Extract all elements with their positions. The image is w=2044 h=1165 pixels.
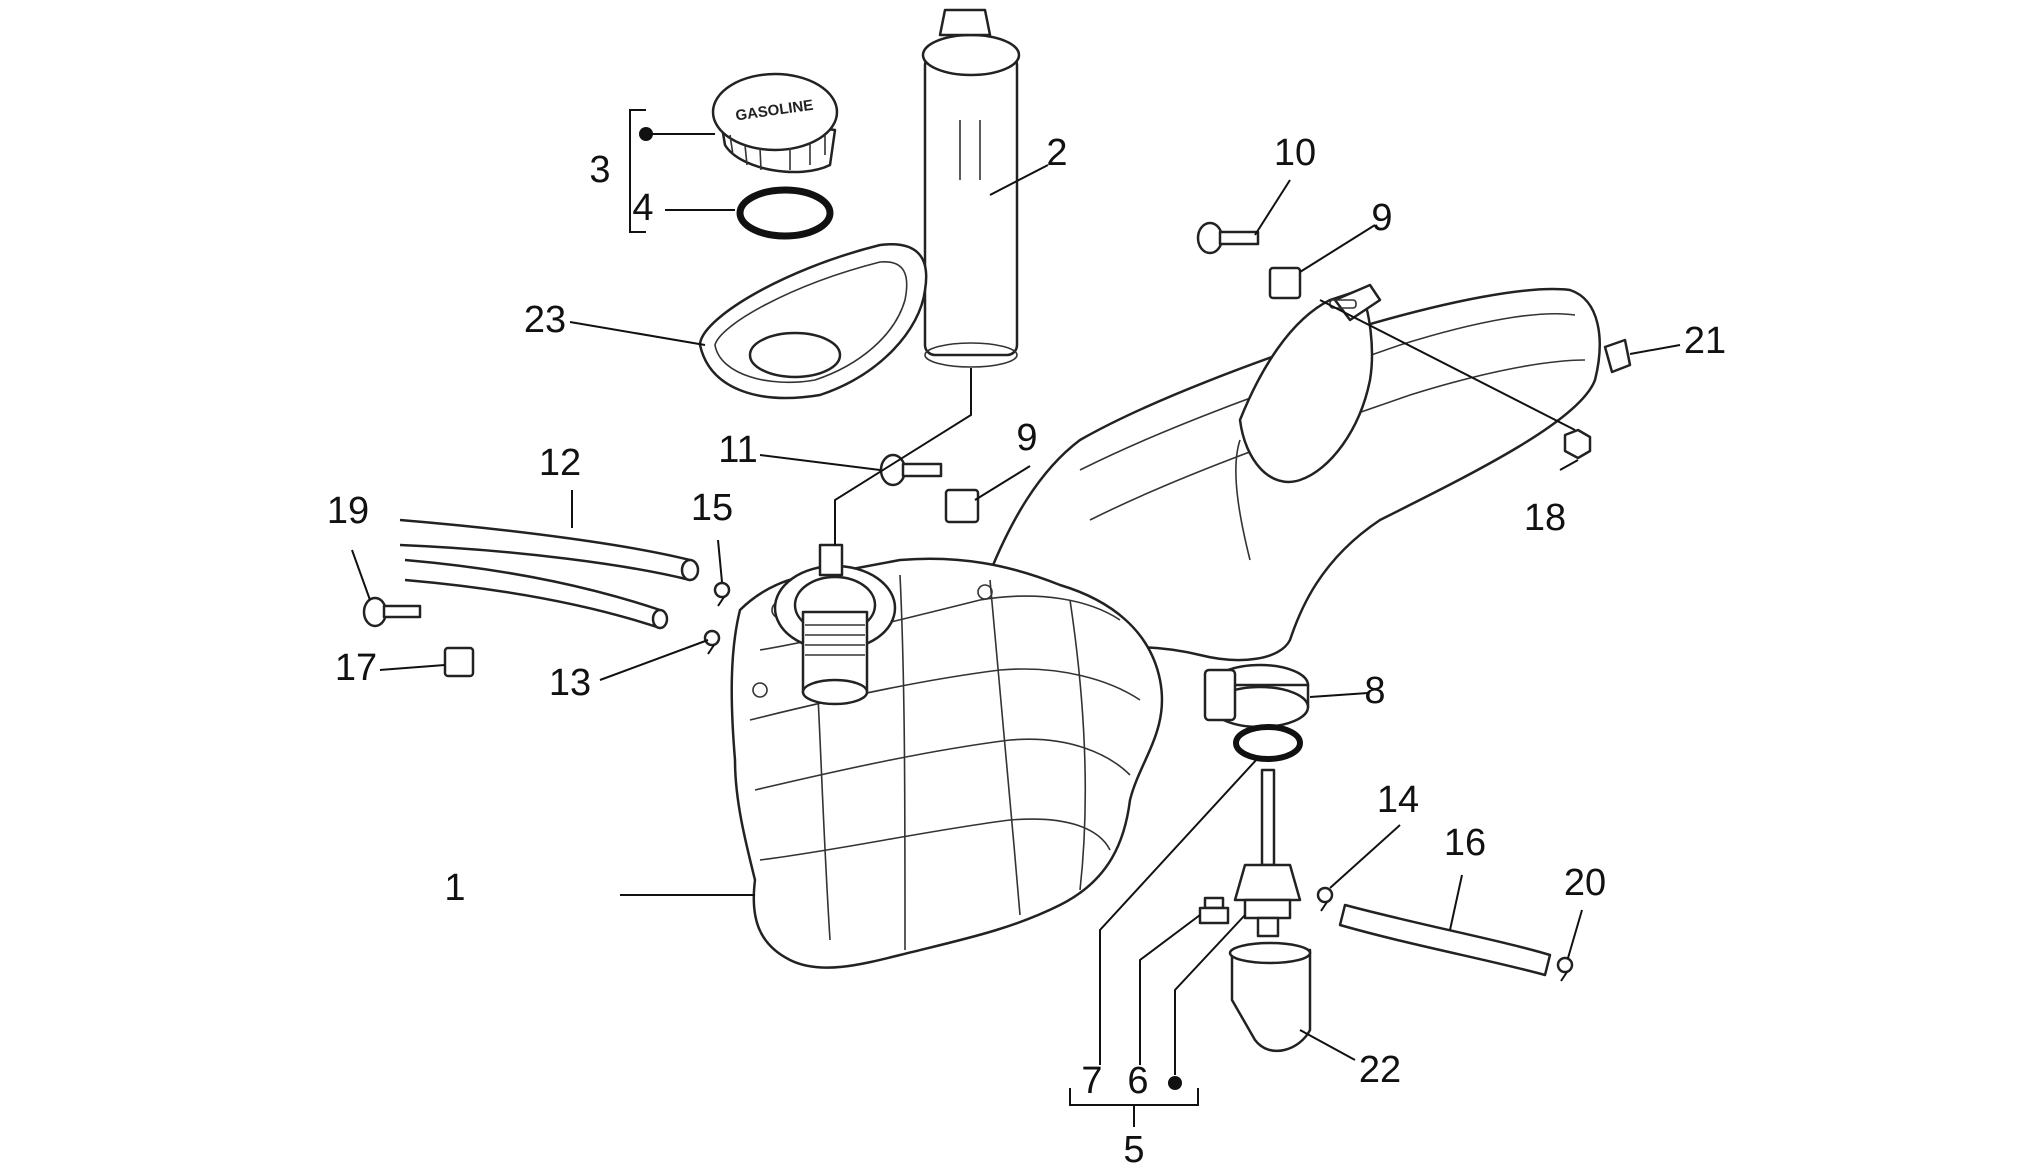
cap-gasket xyxy=(736,186,834,240)
callout-labels: 1 2 3 4 5 6 7 8 9 9 10 11 12 13 14 15 16… xyxy=(327,132,1726,1165)
fuel-cap: GASOLINE xyxy=(711,72,839,174)
clip-nuts xyxy=(443,266,1632,678)
label-17: 17 xyxy=(335,647,377,689)
label-18: 18 xyxy=(1524,497,1566,539)
label-23: 23 xyxy=(524,299,566,341)
label-9-top: 9 xyxy=(1371,197,1392,239)
screw-11 xyxy=(879,453,943,487)
label-12: 12 xyxy=(539,442,581,484)
band-clamp xyxy=(1203,663,1310,729)
screws xyxy=(362,221,1260,628)
label-19: 19 xyxy=(327,490,369,532)
clip-14 xyxy=(1316,886,1334,912)
nut-18 xyxy=(1563,428,1592,460)
clip-20 xyxy=(1556,956,1574,982)
label-15: 15 xyxy=(691,487,733,529)
label-9-mid: 9 xyxy=(1016,417,1037,459)
label-14: 14 xyxy=(1377,779,1419,821)
label-3: 3 xyxy=(589,149,610,191)
label-5: 5 xyxy=(1123,1129,1144,1165)
filler-tray xyxy=(698,242,928,400)
label-16: 16 xyxy=(1444,822,1486,864)
clip-15 xyxy=(713,581,731,607)
tank-frame xyxy=(983,283,1601,662)
label-8: 8 xyxy=(1364,670,1385,712)
label-1: 1 xyxy=(444,867,465,909)
clip-13 xyxy=(703,629,721,655)
fuel-filler-tube xyxy=(921,8,1021,368)
hose-clips xyxy=(703,581,1574,982)
tap-gasket xyxy=(1233,724,1303,762)
filler-neck xyxy=(773,543,897,706)
label-21: 21 xyxy=(1684,320,1726,362)
fuel-tap xyxy=(1233,768,1302,938)
drain-plug xyxy=(1198,896,1230,925)
label-2: 2 xyxy=(1046,132,1067,174)
label-11: 11 xyxy=(718,429,757,471)
fuel-hose xyxy=(1338,903,1552,977)
leader-lines xyxy=(351,109,1681,1127)
label-13: 13 xyxy=(549,662,591,704)
label-6: 6 xyxy=(1127,1060,1148,1102)
screw-10 xyxy=(1196,221,1260,255)
label-4: 4 xyxy=(632,187,653,229)
label-7: 7 xyxy=(1081,1060,1102,1102)
screw-19 xyxy=(362,596,422,628)
label-22: 22 xyxy=(1359,1049,1401,1091)
breather-hoses xyxy=(399,518,700,630)
label-20: 20 xyxy=(1564,862,1606,904)
label-10: 10 xyxy=(1274,132,1316,174)
tap-holder xyxy=(1228,941,1312,1052)
